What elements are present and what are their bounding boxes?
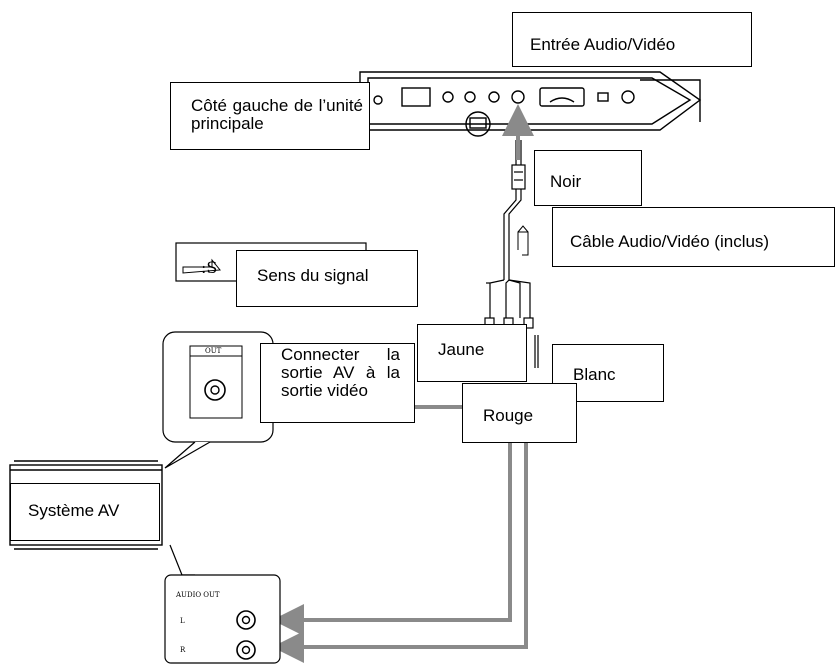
cable-text: Câble Audio/Vidéo (inclus) <box>570 232 770 251</box>
signal-direction-text: Sens du signal <box>257 266 369 285</box>
red-text: Rouge <box>483 406 534 425</box>
yellow-label: Jaune <box>417 324 527 382</box>
left-side-label: Côté gauche de l’unité principale <box>170 82 370 150</box>
black-text: Noir <box>550 172 582 191</box>
red-label: Rouge <box>462 383 577 443</box>
black-label: Noir <box>534 150 642 206</box>
signal-arrow-on-cable <box>517 225 529 256</box>
left-side-text: Côté gauche de l’unité principale <box>191 96 363 133</box>
av-system-label: Système AV <box>10 483 160 541</box>
signal-direction-label: Sens du signal <box>236 250 418 307</box>
audio-out-tag: AUDIO OUT <box>175 591 220 599</box>
video-out-panel <box>162 331 274 469</box>
av-system-text: Système AV <box>28 501 120 520</box>
audio-out-panel <box>164 544 281 664</box>
connect-av-text: Connecter la sortie AV à la sortie vidéo <box>281 345 400 400</box>
audio-right-tag: R <box>180 646 186 654</box>
input-av-text: Entrée Audio/Vidéo <box>530 35 676 54</box>
signal-glyph: :S <box>201 258 217 277</box>
av-cable-drawing <box>484 140 539 368</box>
main-unit-drawing <box>359 71 702 137</box>
white-text: Blanc <box>573 365 616 384</box>
cable-label: Câble Audio/Vidéo (inclus) <box>552 207 835 267</box>
audio-left-tag: L <box>180 617 185 625</box>
input-av-label: Entrée Audio/Vidéo <box>512 12 752 67</box>
av-system-body <box>9 460 163 550</box>
connect-av-label: Connecter la sortie AV à la sortie vidéo <box>260 343 415 423</box>
video-out-tag: OUT <box>205 347 222 355</box>
yellow-text: Jaune <box>438 340 485 359</box>
